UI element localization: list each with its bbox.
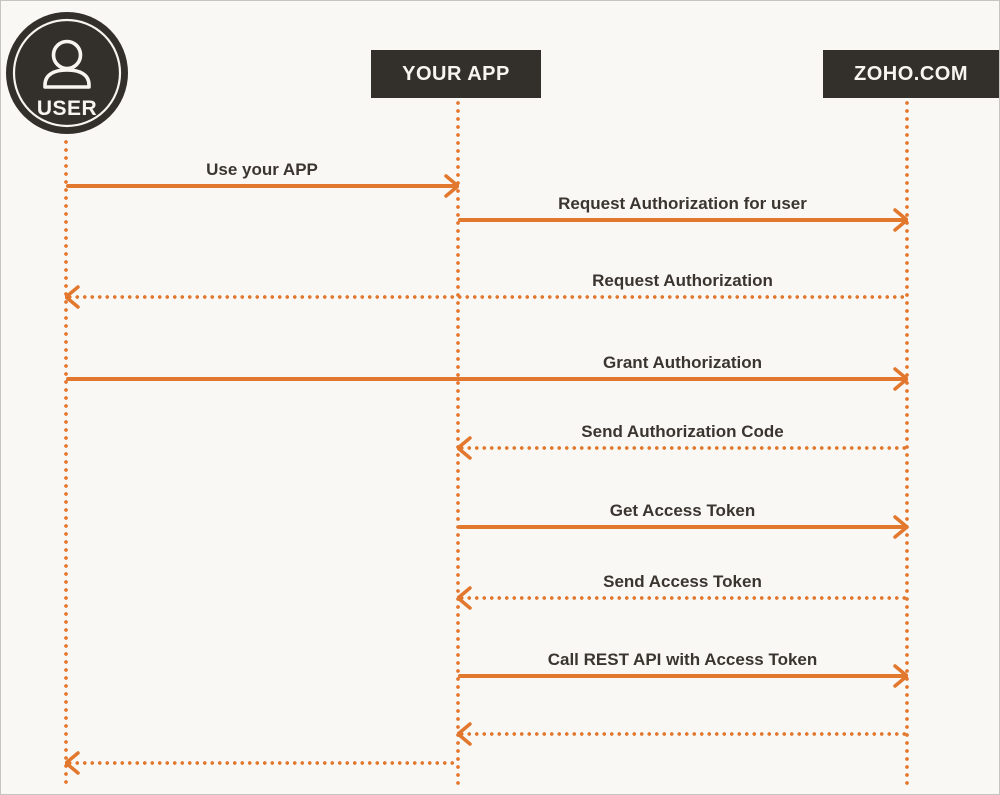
arrowhead-left-icon xyxy=(457,436,472,460)
message-label: Use your APP xyxy=(206,160,318,179)
message-label: Grant Authorization xyxy=(603,353,762,372)
arrowhead-right-icon xyxy=(893,515,908,539)
actor-your-app: YOUR APP xyxy=(371,50,541,98)
message-label: Get Access Token xyxy=(609,501,756,520)
actor-zoho: ZOHO.COM xyxy=(823,50,999,98)
person-icon xyxy=(6,12,128,134)
lifeline-your-app xyxy=(456,99,460,786)
message-line xyxy=(458,732,907,736)
actor-label-zoho: ZOHO.COM xyxy=(854,62,968,85)
message-line xyxy=(458,674,907,678)
message-line xyxy=(458,525,907,529)
message-label: Call REST API with Access Token xyxy=(547,650,818,669)
arrowhead-left-icon xyxy=(65,751,80,775)
message-line xyxy=(458,218,907,222)
lifeline-user xyxy=(64,138,68,786)
message-line xyxy=(458,596,907,600)
message-line xyxy=(66,184,458,188)
arrowhead-right-icon xyxy=(444,174,459,198)
lifeline-zoho xyxy=(905,99,909,786)
actor-label-user: USER xyxy=(36,97,98,120)
arrowhead-left-icon xyxy=(457,586,472,610)
arrowhead-left-icon xyxy=(457,722,472,746)
arrowhead-right-icon xyxy=(893,664,908,688)
arrowhead-left-icon xyxy=(65,285,80,309)
actor-user: USER xyxy=(5,11,129,135)
message-line xyxy=(66,377,907,381)
actor-label-your-app: YOUR APP xyxy=(402,62,510,85)
arrowhead-right-icon xyxy=(893,367,908,391)
arrowhead-right-icon xyxy=(893,208,908,232)
message-line xyxy=(66,761,458,765)
message-label: Request Authorization for user xyxy=(558,194,807,213)
message-label: Send Authorization Code xyxy=(581,422,784,441)
message-line xyxy=(66,295,907,299)
message-label: Send Access Token xyxy=(603,572,762,591)
message-line xyxy=(458,446,907,450)
message-label: Request Authorization xyxy=(592,271,773,290)
